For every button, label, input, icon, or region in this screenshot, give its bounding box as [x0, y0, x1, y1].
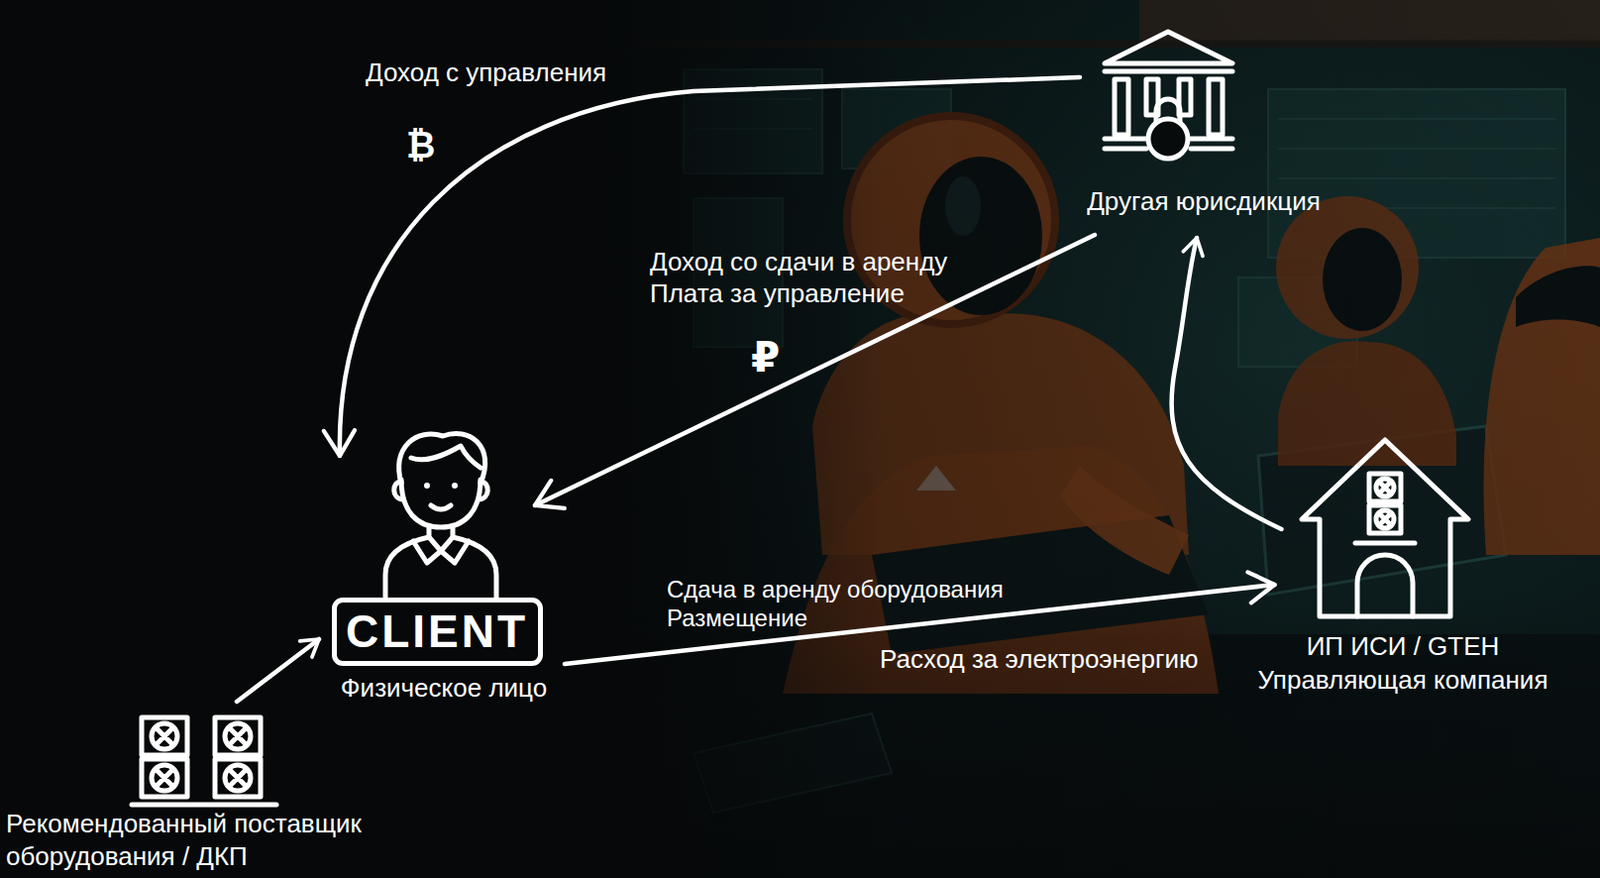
icon-part — [1104, 136, 1147, 142]
icon-part — [156, 728, 246, 786]
income-arrow — [339, 77, 1080, 456]
icon-part — [424, 482, 430, 489]
currency-symbol: ₽ — [750, 332, 780, 382]
label-anchor: ₿ — [406, 124, 435, 167]
client-badge-text: CLIENT — [345, 605, 529, 658]
transfer-arrow — [1172, 237, 1282, 530]
person-icon — [377, 424, 507, 598]
currency-symbol: ₿ — [406, 124, 435, 167]
icon-part — [1104, 69, 1233, 75]
purchase-arrow — [236, 639, 320, 702]
edge-label: Сдача в аренду оборудования Размещение — [666, 574, 1034, 633]
icon-part — [1379, 481, 1391, 526]
miner-icon — [131, 713, 277, 809]
node-title: ИП ИСИ / GTEH — [1306, 631, 1500, 661]
icon-part — [428, 527, 453, 551]
bank-icon — [1096, 25, 1241, 165]
icon-part — [478, 481, 488, 500]
icon-part — [131, 713, 277, 809]
icon-part — [1301, 439, 1469, 617]
icon-part — [1114, 79, 1129, 135]
company-node: ИП ИСИ / GTEHУправляющая компания — [1237, 427, 1570, 706]
flow-note: Расход за электроэнергию — [879, 643, 1198, 674]
label-anchor: Расход за электроэнергию — [879, 643, 1198, 674]
icon-part — [451, 482, 458, 489]
icon-part — [1148, 118, 1188, 159]
icon-part — [1104, 31, 1233, 64]
supplier-node: Рекомендованный поставщик оборудования /… — [4, 705, 394, 876]
client-badge: CLIENT — [331, 597, 543, 666]
edge-label: Доход с управления — [365, 57, 607, 88]
label-anchor: Доход со сдачи в аренду Плата за управле… — [649, 245, 997, 310]
icon-part — [131, 802, 277, 808]
client-node: CLIENT Физическое лицо — [324, 421, 563, 709]
icon-part — [430, 505, 451, 510]
house-icon — [1295, 433, 1475, 623]
node-title: Другая юрисдикция — [1086, 186, 1321, 216]
icon-part — [399, 432, 486, 484]
edge-label: Доход со сдачи в аренду Плата за управле… — [649, 245, 997, 310]
icon-part — [1096, 25, 1241, 165]
icon-part — [413, 540, 469, 563]
icon-part — [401, 479, 481, 528]
label-anchor: Сдача в аренду оборудования Размещение — [666, 574, 1034, 633]
label-anchor: ₽ — [750, 332, 780, 382]
icon-part — [1190, 146, 1233, 152]
icon-part — [377, 424, 507, 598]
label-anchor: Доход с управления — [365, 57, 607, 88]
node-caption: Рекомендованный поставщик оборудования /… — [5, 807, 393, 873]
icon-part — [1357, 554, 1413, 617]
icon-part — [1208, 79, 1223, 135]
jurisdiction-node: Другая юрисдикция — [1069, 21, 1338, 220]
icon-part — [394, 481, 404, 500]
node-caption: Физическое лицо — [340, 672, 547, 703]
icon-part — [1355, 540, 1415, 546]
icon-part — [411, 445, 481, 468]
rent-income-arrow — [534, 234, 1095, 506]
node-subtitle: Управляющая компания — [1258, 664, 1549, 695]
icon-part — [385, 536, 429, 598]
icon-part — [452, 536, 497, 598]
icon-part — [1295, 433, 1475, 623]
icon-part — [1190, 136, 1233, 142]
icon-part — [1104, 146, 1147, 152]
